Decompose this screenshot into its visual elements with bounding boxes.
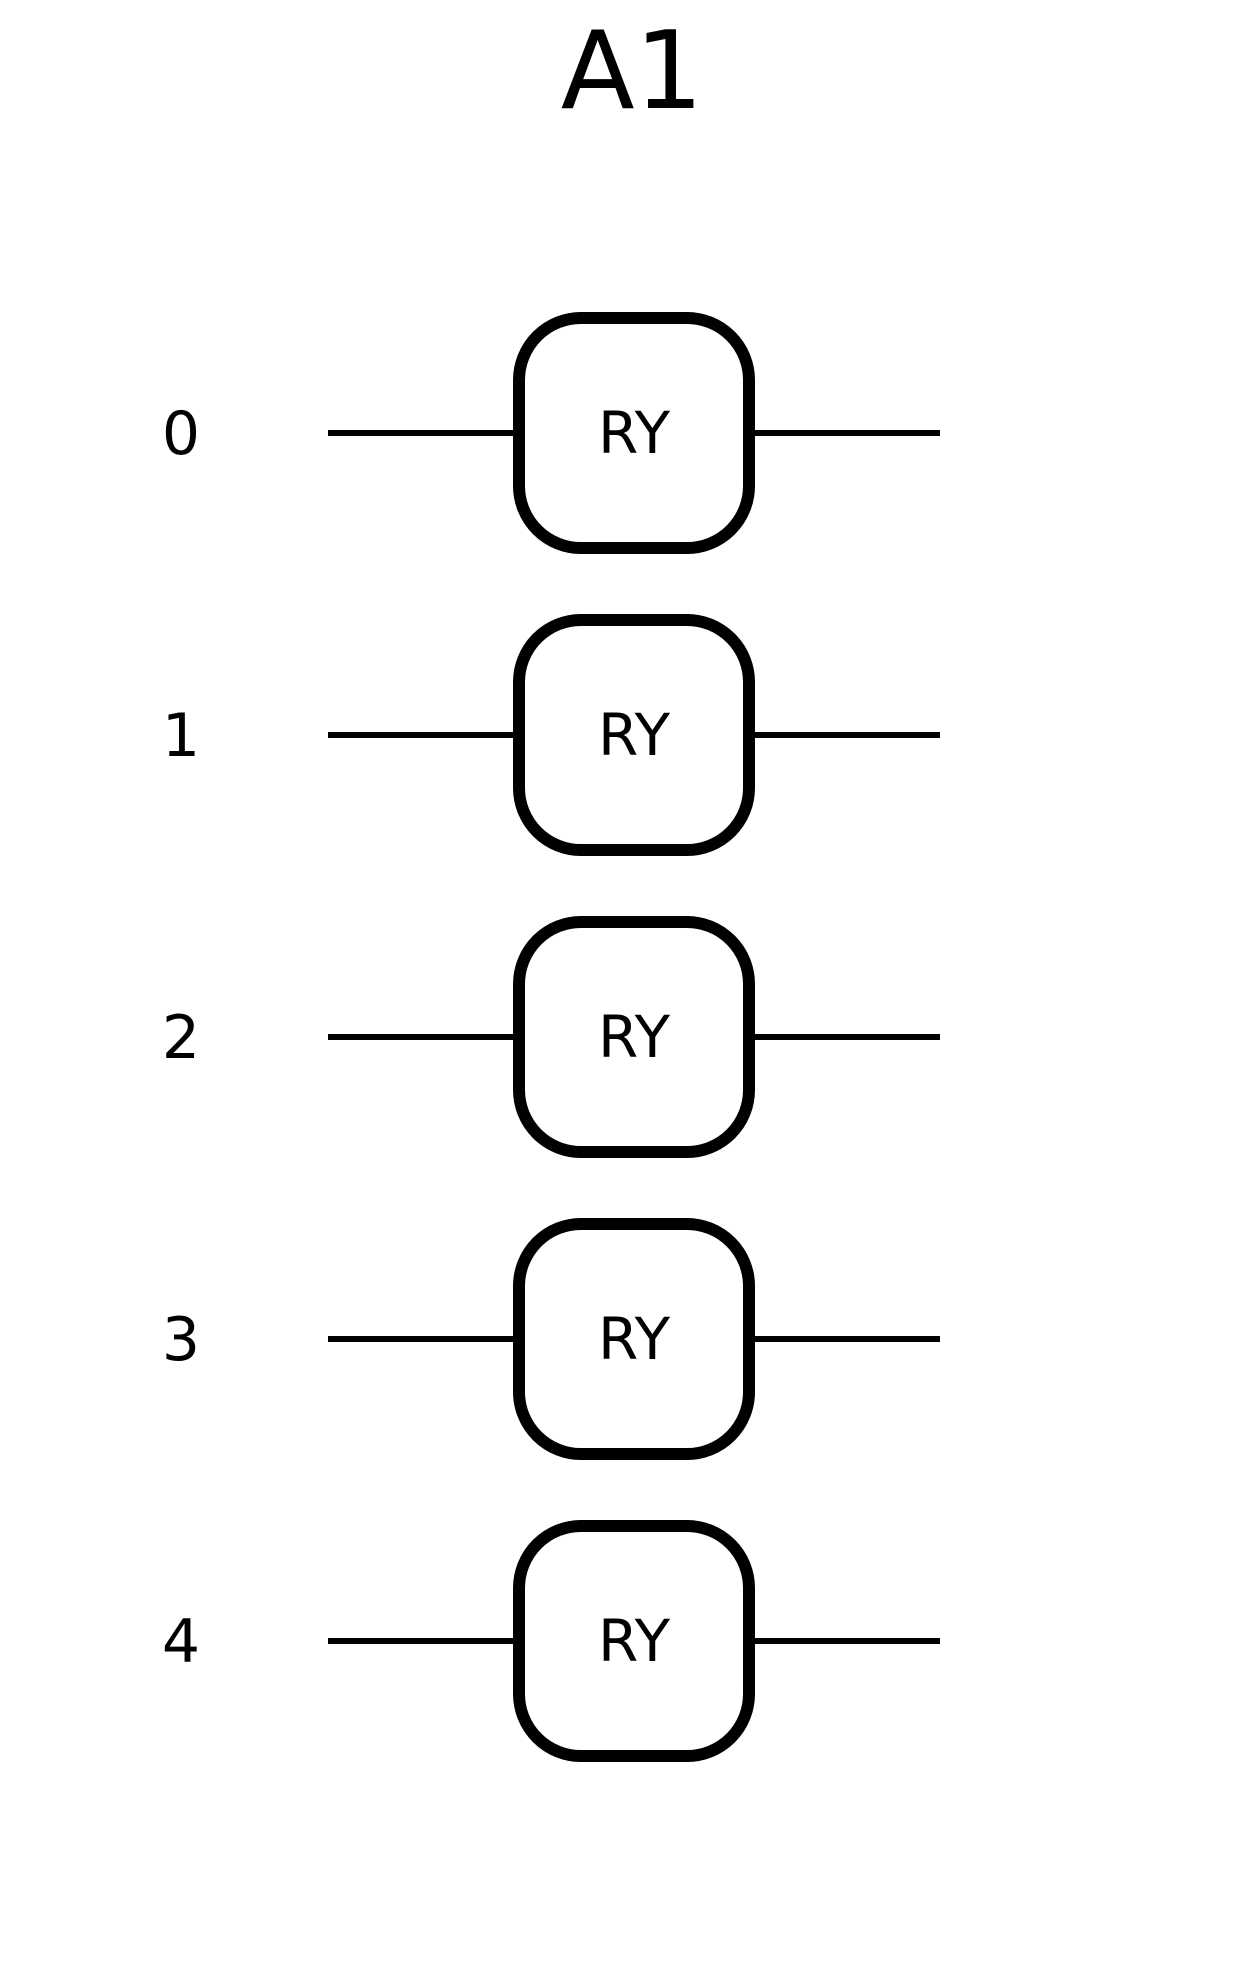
qubit-wire-row: RY 2 <box>162 916 940 1158</box>
wire-label: 4 <box>162 1607 200 1677</box>
gate-box <box>513 614 755 856</box>
qubit-wire-row: RY 4 <box>162 1520 940 1762</box>
wire-label: 1 <box>162 701 200 771</box>
gate-box <box>513 1520 755 1762</box>
wire-label: 3 <box>162 1305 200 1375</box>
qubit-wire-row: RY 3 <box>162 1218 940 1460</box>
gate-label: RY <box>598 399 671 467</box>
wire-label: 2 <box>162 1003 200 1073</box>
gate-box <box>513 312 755 554</box>
gate-label: RY <box>598 701 671 769</box>
gate-box <box>513 1218 755 1460</box>
qubit-wire-row: RY 0 <box>162 312 940 554</box>
qubit-wire-row: RY 1 <box>162 614 940 856</box>
gate-label: RY <box>598 1003 671 1071</box>
diagram-title: A1 <box>561 9 704 134</box>
gate-label: RY <box>598 1607 671 1675</box>
gate-box <box>513 916 755 1158</box>
wire-label: 0 <box>162 399 200 469</box>
gate-label: RY <box>598 1305 671 1373</box>
